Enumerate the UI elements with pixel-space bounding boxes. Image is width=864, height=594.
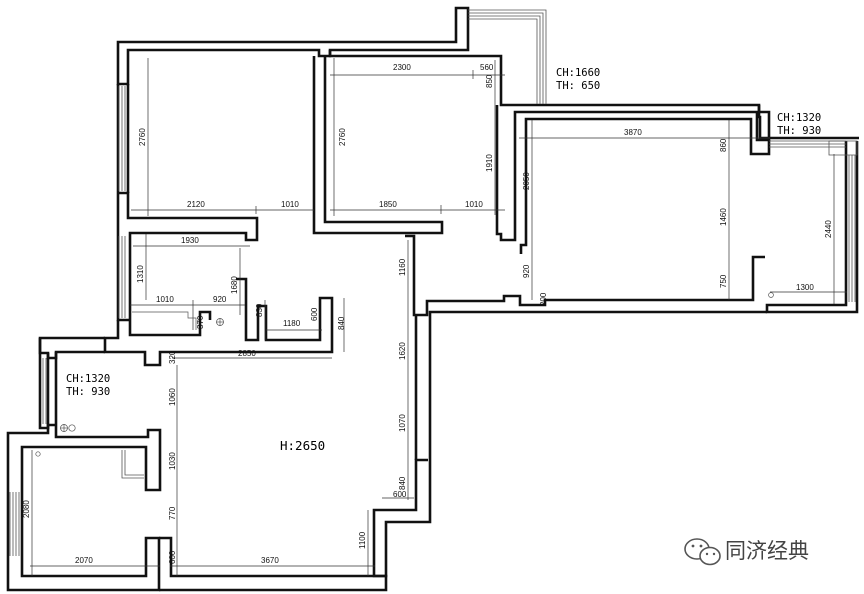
watermark-text: 同济经典 bbox=[725, 539, 809, 563]
dim-2120: 2120 bbox=[187, 200, 205, 209]
dim-840-b: 840 bbox=[398, 476, 407, 490]
dim-2760-a: 2760 bbox=[138, 128, 147, 146]
dim-1680: 1680 bbox=[230, 276, 239, 294]
watermark: 同济经典 bbox=[684, 538, 809, 566]
dim-2440: 2440 bbox=[824, 220, 833, 238]
dim-750: 750 bbox=[719, 274, 728, 288]
dim-850: 850 bbox=[485, 74, 494, 88]
note-right-th: TH: 930 bbox=[777, 125, 821, 137]
height-notes: CH:1660 TH: 650 CH:1320 TH: 930 CH:1320 … bbox=[66, 67, 821, 453]
note-right-ch: CH:1320 bbox=[777, 112, 821, 124]
ceiling-height-label: H:2650 bbox=[280, 438, 325, 453]
dim-1300: 1300 bbox=[796, 283, 814, 292]
dim-200: 200 bbox=[539, 292, 548, 306]
dim-1620: 1620 bbox=[398, 342, 407, 360]
dim-600-b: 600 bbox=[393, 490, 407, 499]
dim-1010-a: 1010 bbox=[281, 200, 299, 209]
dim-920-h: 920 bbox=[213, 295, 227, 304]
dim-2850: 2850 bbox=[238, 349, 256, 358]
dimension-labels: 2760 2120 1010 2300 560 850 2760 1910 18… bbox=[22, 63, 833, 565]
dim-3670: 3670 bbox=[261, 556, 279, 565]
note-balcony-ch: CH:1660 bbox=[556, 67, 600, 79]
dim-600-a: 600 bbox=[310, 307, 319, 321]
dim-1010-b: 1010 bbox=[465, 200, 483, 209]
dim-3870: 3870 bbox=[624, 128, 642, 137]
dim-1070: 1070 bbox=[398, 414, 407, 432]
dim-1060: 1060 bbox=[168, 388, 177, 406]
dim-1910: 1910 bbox=[485, 154, 494, 172]
dim-840-a: 840 bbox=[337, 316, 346, 330]
dim-860: 860 bbox=[719, 138, 728, 152]
dim-2070: 2070 bbox=[75, 556, 93, 565]
dim-2760-b: 2760 bbox=[338, 128, 347, 146]
dim-1160: 1160 bbox=[398, 258, 407, 276]
dim-560: 560 bbox=[480, 63, 494, 72]
dim-370: 370 bbox=[196, 315, 205, 329]
dim-830: 830 bbox=[255, 303, 264, 317]
dim-2300: 2300 bbox=[393, 63, 411, 72]
dim-2080: 2080 bbox=[22, 500, 31, 518]
dim-1460: 1460 bbox=[719, 208, 728, 226]
dim-1850: 1850 bbox=[379, 200, 397, 209]
exterior-walls bbox=[6, 6, 859, 592]
note-balcony-th: TH: 650 bbox=[556, 80, 600, 92]
wechat-icon bbox=[684, 538, 721, 566]
dim-920-v: 920 bbox=[522, 264, 531, 278]
dimension-lines bbox=[30, 58, 847, 576]
dim-770: 770 bbox=[168, 506, 177, 520]
dim-1180: 1180 bbox=[283, 319, 301, 328]
note-left-ch: CH:1320 bbox=[66, 373, 110, 385]
dim-1030: 1030 bbox=[168, 452, 177, 470]
dim-600-c: 600 bbox=[168, 550, 177, 564]
dim-1930: 1930 bbox=[181, 236, 199, 245]
dim-1010-c: 1010 bbox=[156, 295, 174, 304]
dim-1100: 1100 bbox=[358, 531, 367, 549]
note-left-th: TH: 930 bbox=[66, 386, 110, 398]
dim-2050: 2050 bbox=[522, 172, 531, 190]
fixtures bbox=[35, 292, 774, 457]
dim-320: 320 bbox=[168, 350, 177, 364]
dim-1310: 1310 bbox=[136, 265, 145, 283]
balcony-railing bbox=[9, 9, 858, 556]
